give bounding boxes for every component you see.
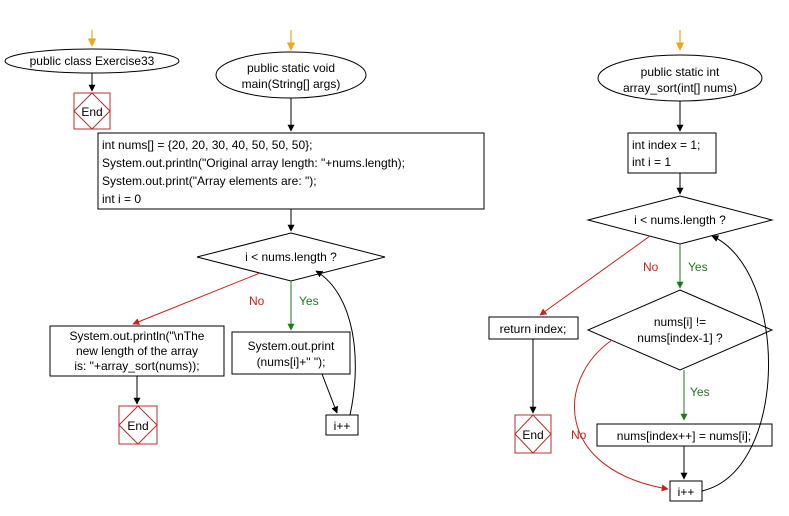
- sort-init-line-1: int index = 1;: [632, 138, 700, 152]
- sort-no-edge: [539, 235, 651, 316]
- sort-inner-condition-line-1: nums[i] !=: [654, 315, 706, 329]
- main-init-line-1: int nums[] = {20, 20, 30, 40, 50, 50, 50…: [102, 138, 313, 152]
- sort-inner-condition-line-2: nums[index-1] ?: [637, 331, 723, 345]
- main-print-result-line-2: new length of the array: [76, 344, 198, 358]
- sort-inner-no-label: No: [571, 428, 587, 442]
- main-no-label: No: [249, 294, 265, 308]
- main-increment-text: i++: [334, 419, 351, 433]
- main-print-element-line-2: (nums[i]+" ");: [257, 355, 326, 369]
- main-init-line-3: System.out.print("Array elements are: ")…: [102, 174, 317, 188]
- sort-loop-back-edge: [701, 235, 769, 492]
- main-title-line-2: main(String[] args): [242, 77, 341, 91]
- sort-condition-text: i < nums.length ?: [634, 213, 726, 227]
- sort-assign-text: nums[index++] = nums[i];: [617, 429, 751, 443]
- main-loop-back-edge: [315, 270, 356, 416]
- main-title-node: [215, 51, 367, 99]
- main-end-node: End: [118, 405, 158, 445]
- main-print-result-line-3: is: "+array_sort(nums));: [74, 359, 199, 373]
- main-init-box: [97, 132, 485, 210]
- sort-init-box: [627, 132, 717, 174]
- main-print-to-inc-edge: [321, 373, 339, 414]
- main-print-element-line-1: System.out.print: [248, 339, 335, 353]
- main-end-text: End: [127, 419, 148, 433]
- sort-inner-yes-label: Yes: [690, 385, 710, 399]
- sort-inner-condition-diamond: [586, 289, 774, 371]
- main-print-element-box: [231, 331, 351, 375]
- main-init-line-2: System.out.println("Original array lengt…: [102, 156, 405, 170]
- sort-end-node: End: [514, 414, 552, 454]
- array-sort-method-flow: public static int array_sort(int[] nums)…: [488, 30, 774, 502]
- sort-inner-no-edge: [573, 339, 669, 492]
- main-condition-text: i < nums.length ?: [245, 250, 337, 264]
- sort-increment-text: i++: [678, 485, 695, 499]
- class-end-node: End: [73, 92, 111, 130]
- main-print-result-line-1: System.out.println("\nThe: [70, 329, 205, 343]
- main-yes-label: Yes: [299, 294, 319, 308]
- main-init-line-4: int i = 0: [102, 192, 141, 206]
- sort-init-line-2: int i = 1: [632, 155, 671, 169]
- sort-yes-label: Yes: [688, 260, 708, 274]
- class-exercise33-flow: public class Exercise33 End: [4, 30, 180, 130]
- main-print-result-box: [49, 325, 225, 377]
- sort-no-label: No: [643, 260, 659, 274]
- main-method-flow: public static void main(String[] args) i…: [49, 30, 485, 445]
- main-no-edge: [132, 272, 261, 325]
- sort-return-text: return index;: [500, 322, 567, 336]
- main-title-line-1: public static void: [247, 61, 335, 75]
- sort-end-text: End: [522, 428, 543, 442]
- main-increment-box: [325, 414, 359, 436]
- sort-title-line-2: array_sort(int[] nums): [623, 81, 737, 95]
- class-title-text: public class Exercise33: [30, 54, 155, 68]
- class-end-text: End: [81, 105, 102, 119]
- sort-title-line-1: public static int: [641, 65, 720, 79]
